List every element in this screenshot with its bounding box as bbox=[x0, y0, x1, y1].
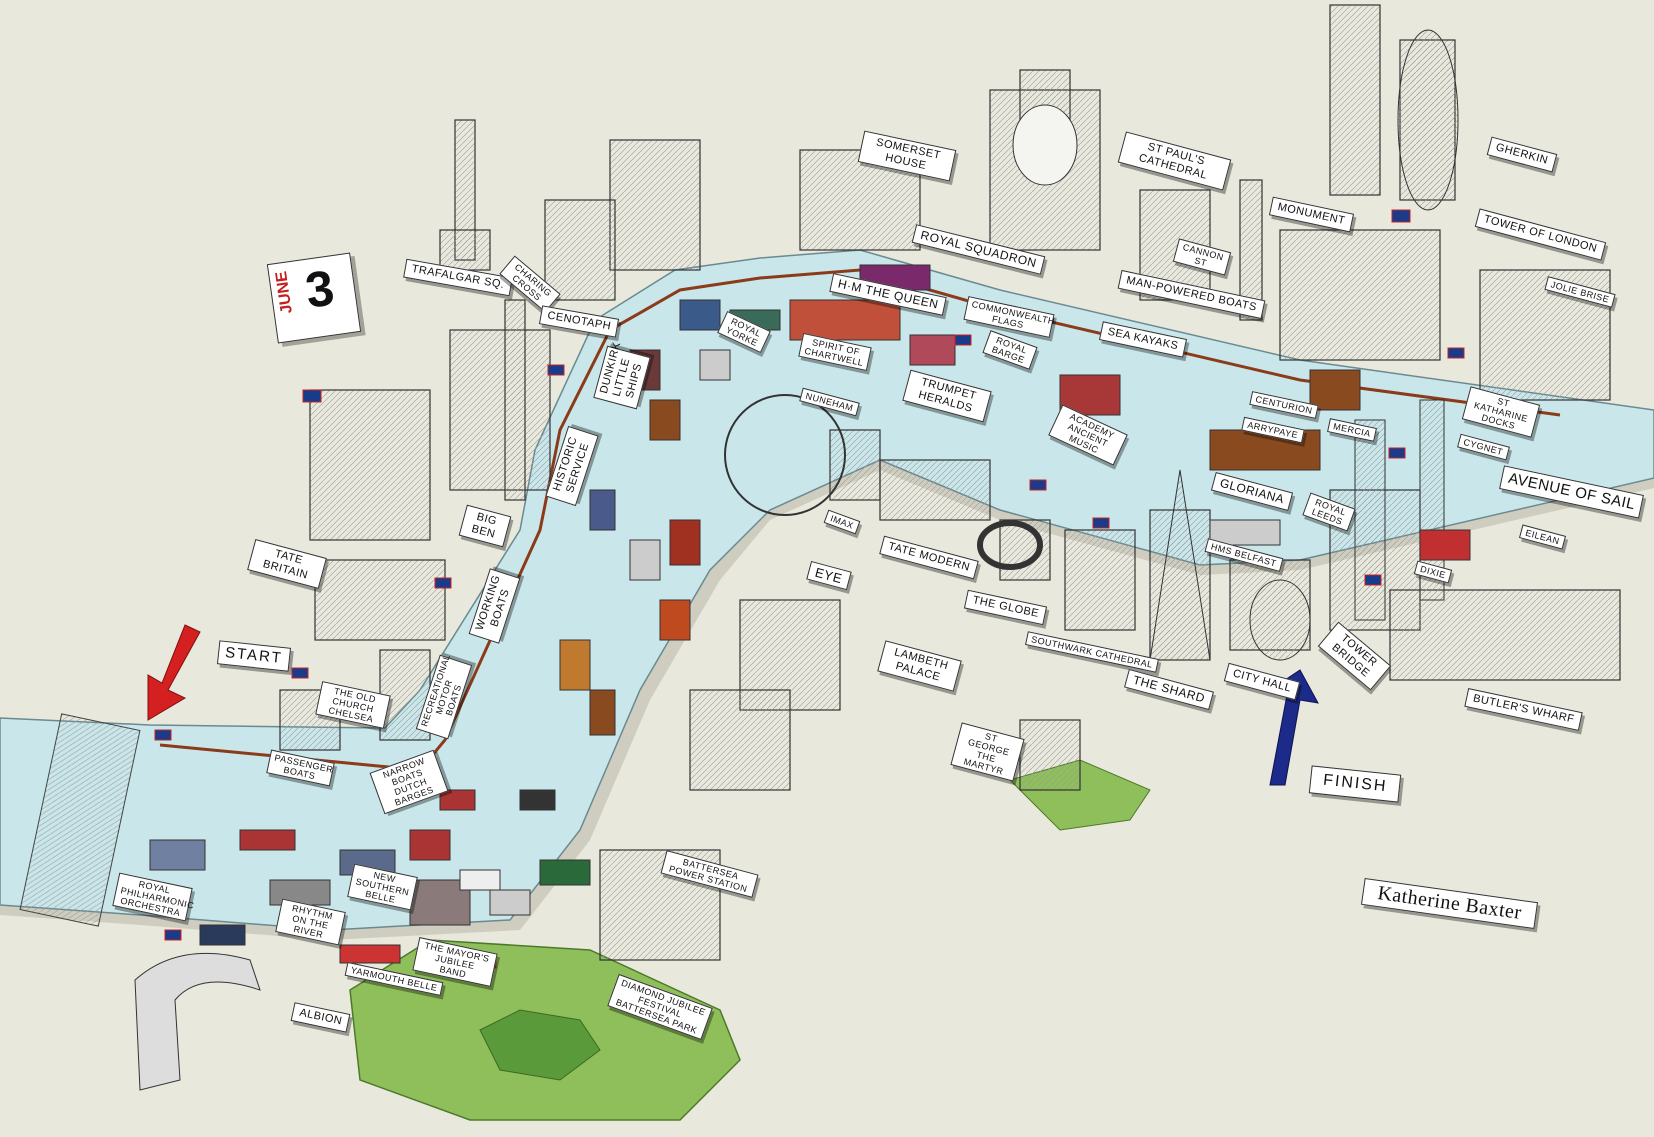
gherkin-building bbox=[1397, 29, 1459, 211]
park-lake bbox=[479, 1009, 601, 1081]
shard-building bbox=[1149, 469, 1211, 661]
tower-bridge-structure bbox=[1354, 419, 1386, 621]
union-flags bbox=[154, 209, 1465, 969]
buildings bbox=[279, 4, 1621, 961]
globe-theatre bbox=[977, 520, 1043, 570]
st-pauls-dome bbox=[1012, 104, 1078, 186]
city-hall-building bbox=[1249, 579, 1311, 661]
calendar-icon: JUNE 3 bbox=[266, 252, 362, 344]
boats bbox=[149, 264, 1471, 964]
start-arrow bbox=[147, 624, 201, 721]
london-eye bbox=[724, 394, 846, 516]
calendar-month: JUNE bbox=[273, 270, 296, 315]
albert-bridge bbox=[19, 713, 141, 927]
albion-building bbox=[134, 952, 261, 1091]
calendar-day: 3 bbox=[302, 259, 338, 319]
